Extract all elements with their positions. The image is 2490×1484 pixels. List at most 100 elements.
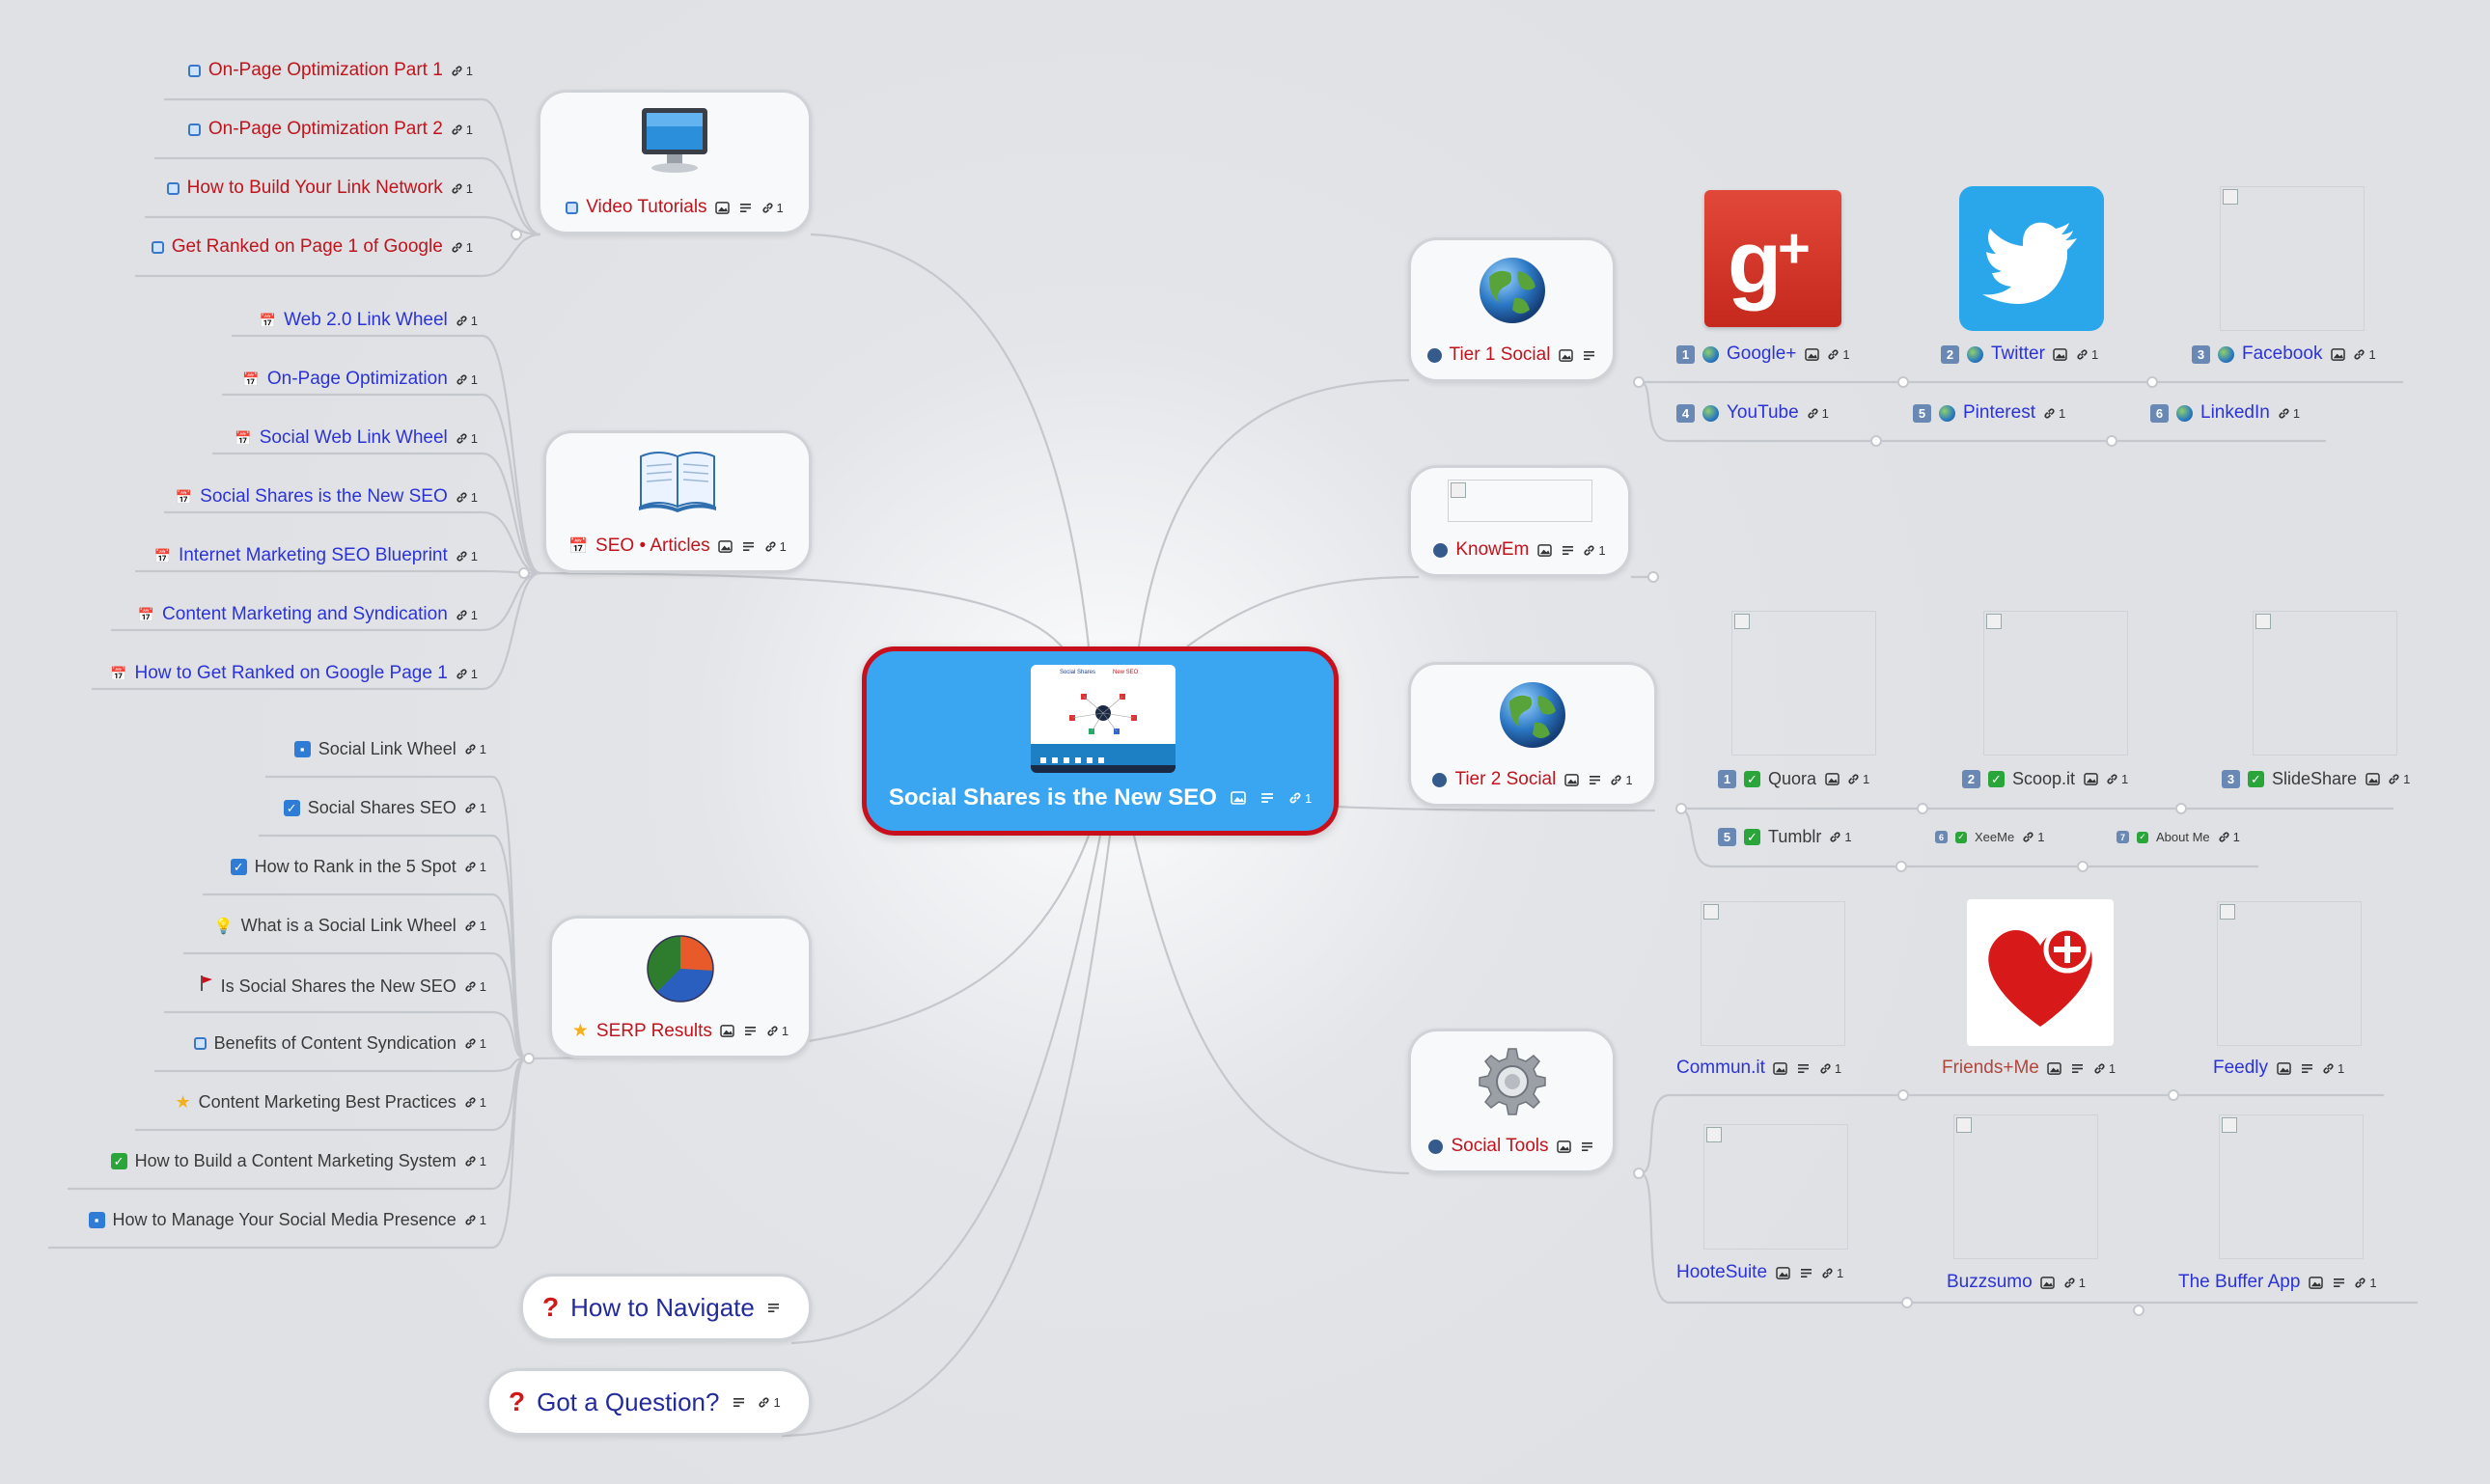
link-count[interactable]: 1 [2063, 1276, 2086, 1290]
link-count[interactable]: 1 [1819, 1061, 1841, 1076]
serp-leaf[interactable]: ✓How to Build a Content Marketing System… [110, 1151, 486, 1171]
link-count[interactable]: 1 [464, 979, 486, 994]
link-count[interactable]: 1 [1827, 347, 1850, 362]
notes-icon[interactable] [2331, 1275, 2346, 1290]
image-icon[interactable] [718, 538, 733, 554]
image-icon[interactable] [1824, 772, 1840, 787]
notes-icon[interactable] [1798, 1265, 1813, 1280]
image-icon[interactable] [720, 1024, 735, 1039]
notes-icon[interactable] [2299, 1060, 2314, 1076]
image-icon[interactable] [2083, 772, 2098, 787]
facebook-image[interactable] [2220, 186, 2365, 331]
knowem-topic[interactable]: KnowEm 1 [1408, 465, 1631, 577]
link-count[interactable]: 1 [1583, 543, 1606, 558]
link-count[interactable]: 1 [456, 667, 478, 681]
link-count[interactable]: 1 [1807, 406, 1829, 421]
link-count[interactable]: 1 [1829, 830, 1852, 844]
link-count[interactable]: 1 [761, 201, 784, 215]
image-icon[interactable] [2365, 772, 2380, 787]
link-count[interactable]: 1 [2354, 1276, 2377, 1290]
link-count[interactable]: 1 [2093, 1061, 2116, 1076]
link-count[interactable]: 1 [464, 860, 486, 874]
link-count[interactable]: 1 [1821, 1266, 1843, 1280]
notes-icon[interactable] [1560, 542, 1575, 558]
seo-articles-topic[interactable]: 📅 SEO • Articles 1 [543, 430, 812, 573]
link-count[interactable]: 1 [2388, 772, 2410, 786]
video-leaf[interactable]: On-Page Optimization Part 2 1 [187, 119, 473, 140]
link-count[interactable]: 1 [456, 608, 478, 622]
link-count[interactable]: 1 [1847, 772, 1869, 786]
link-count[interactable]: 1 [456, 549, 478, 563]
image-icon[interactable] [2047, 1060, 2062, 1076]
video-leaf[interactable]: On-Page Optimization Part 1 1 [187, 60, 473, 81]
notes-icon[interactable] [731, 1394, 746, 1410]
video-leaf[interactable]: Get Ranked on Page 1 of Google 1 [151, 236, 473, 258]
notes-icon[interactable] [1259, 790, 1275, 806]
image-icon[interactable] [1557, 1139, 1572, 1154]
friendsplusme-logo[interactable] [1967, 899, 2114, 1046]
tier1-social-topic[interactable]: Tier 1 Social [1408, 237, 1616, 382]
link-count[interactable]: 1 [2043, 406, 2065, 421]
link-count[interactable]: 1 [464, 919, 486, 933]
link-count[interactable]: 1 [2022, 830, 2044, 844]
how-to-navigate-topic[interactable]: ? How to Navigate [520, 1274, 812, 1341]
slideshare-image[interactable] [2253, 611, 2397, 756]
feedly-image[interactable] [2217, 901, 2362, 1046]
image-icon[interactable] [1231, 790, 1246, 806]
link-count[interactable]: 1 [451, 181, 473, 196]
link-count[interactable]: 1 [456, 490, 478, 505]
serp-results-topic[interactable]: ★ SERP Results 1 [549, 916, 812, 1058]
scoopit-image[interactable] [1983, 611, 2128, 756]
link-count[interactable]: 1 [2076, 347, 2098, 362]
link-count[interactable]: 1 [464, 742, 486, 756]
notes-icon[interactable] [1581, 347, 1596, 363]
hootesuite-image[interactable] [1703, 1124, 1848, 1250]
link-count[interactable]: 1 [1610, 773, 1633, 787]
social-tools-topic[interactable]: Social Tools [1408, 1029, 1616, 1173]
image-icon[interactable] [715, 200, 731, 215]
image-icon[interactable] [2040, 1275, 2056, 1290]
image-icon[interactable] [1773, 1060, 1788, 1076]
link-count[interactable]: 1 [464, 1036, 486, 1051]
buffer-image[interactable] [2219, 1114, 2364, 1259]
quora-image[interactable] [1731, 611, 1876, 756]
image-icon[interactable] [1775, 1265, 1790, 1280]
twitter-logo[interactable] [1959, 186, 2104, 331]
link-count[interactable]: 1 [456, 431, 478, 446]
image-icon[interactable] [2330, 346, 2345, 362]
link-count[interactable]: 1 [456, 314, 478, 328]
link-count[interactable]: 1 [464, 801, 486, 815]
notes-icon[interactable] [743, 1024, 759, 1039]
image-icon[interactable] [2053, 346, 2068, 362]
video-tutorials-topic[interactable]: Video Tutorials 1 [538, 90, 812, 234]
image-icon[interactable] [1536, 542, 1552, 558]
image-icon[interactable] [1563, 772, 1579, 787]
google-plus-logo[interactable]: g + [1704, 190, 1841, 327]
got-a-question-topic[interactable]: ? Got a Question? 1 [486, 1368, 812, 1436]
link-count[interactable]: 1 [2218, 830, 2240, 844]
link-count[interactable]: 1 [456, 372, 478, 387]
link-count[interactable]: 1 [2278, 406, 2300, 421]
link-count[interactable]: 1 [2322, 1061, 2344, 1076]
